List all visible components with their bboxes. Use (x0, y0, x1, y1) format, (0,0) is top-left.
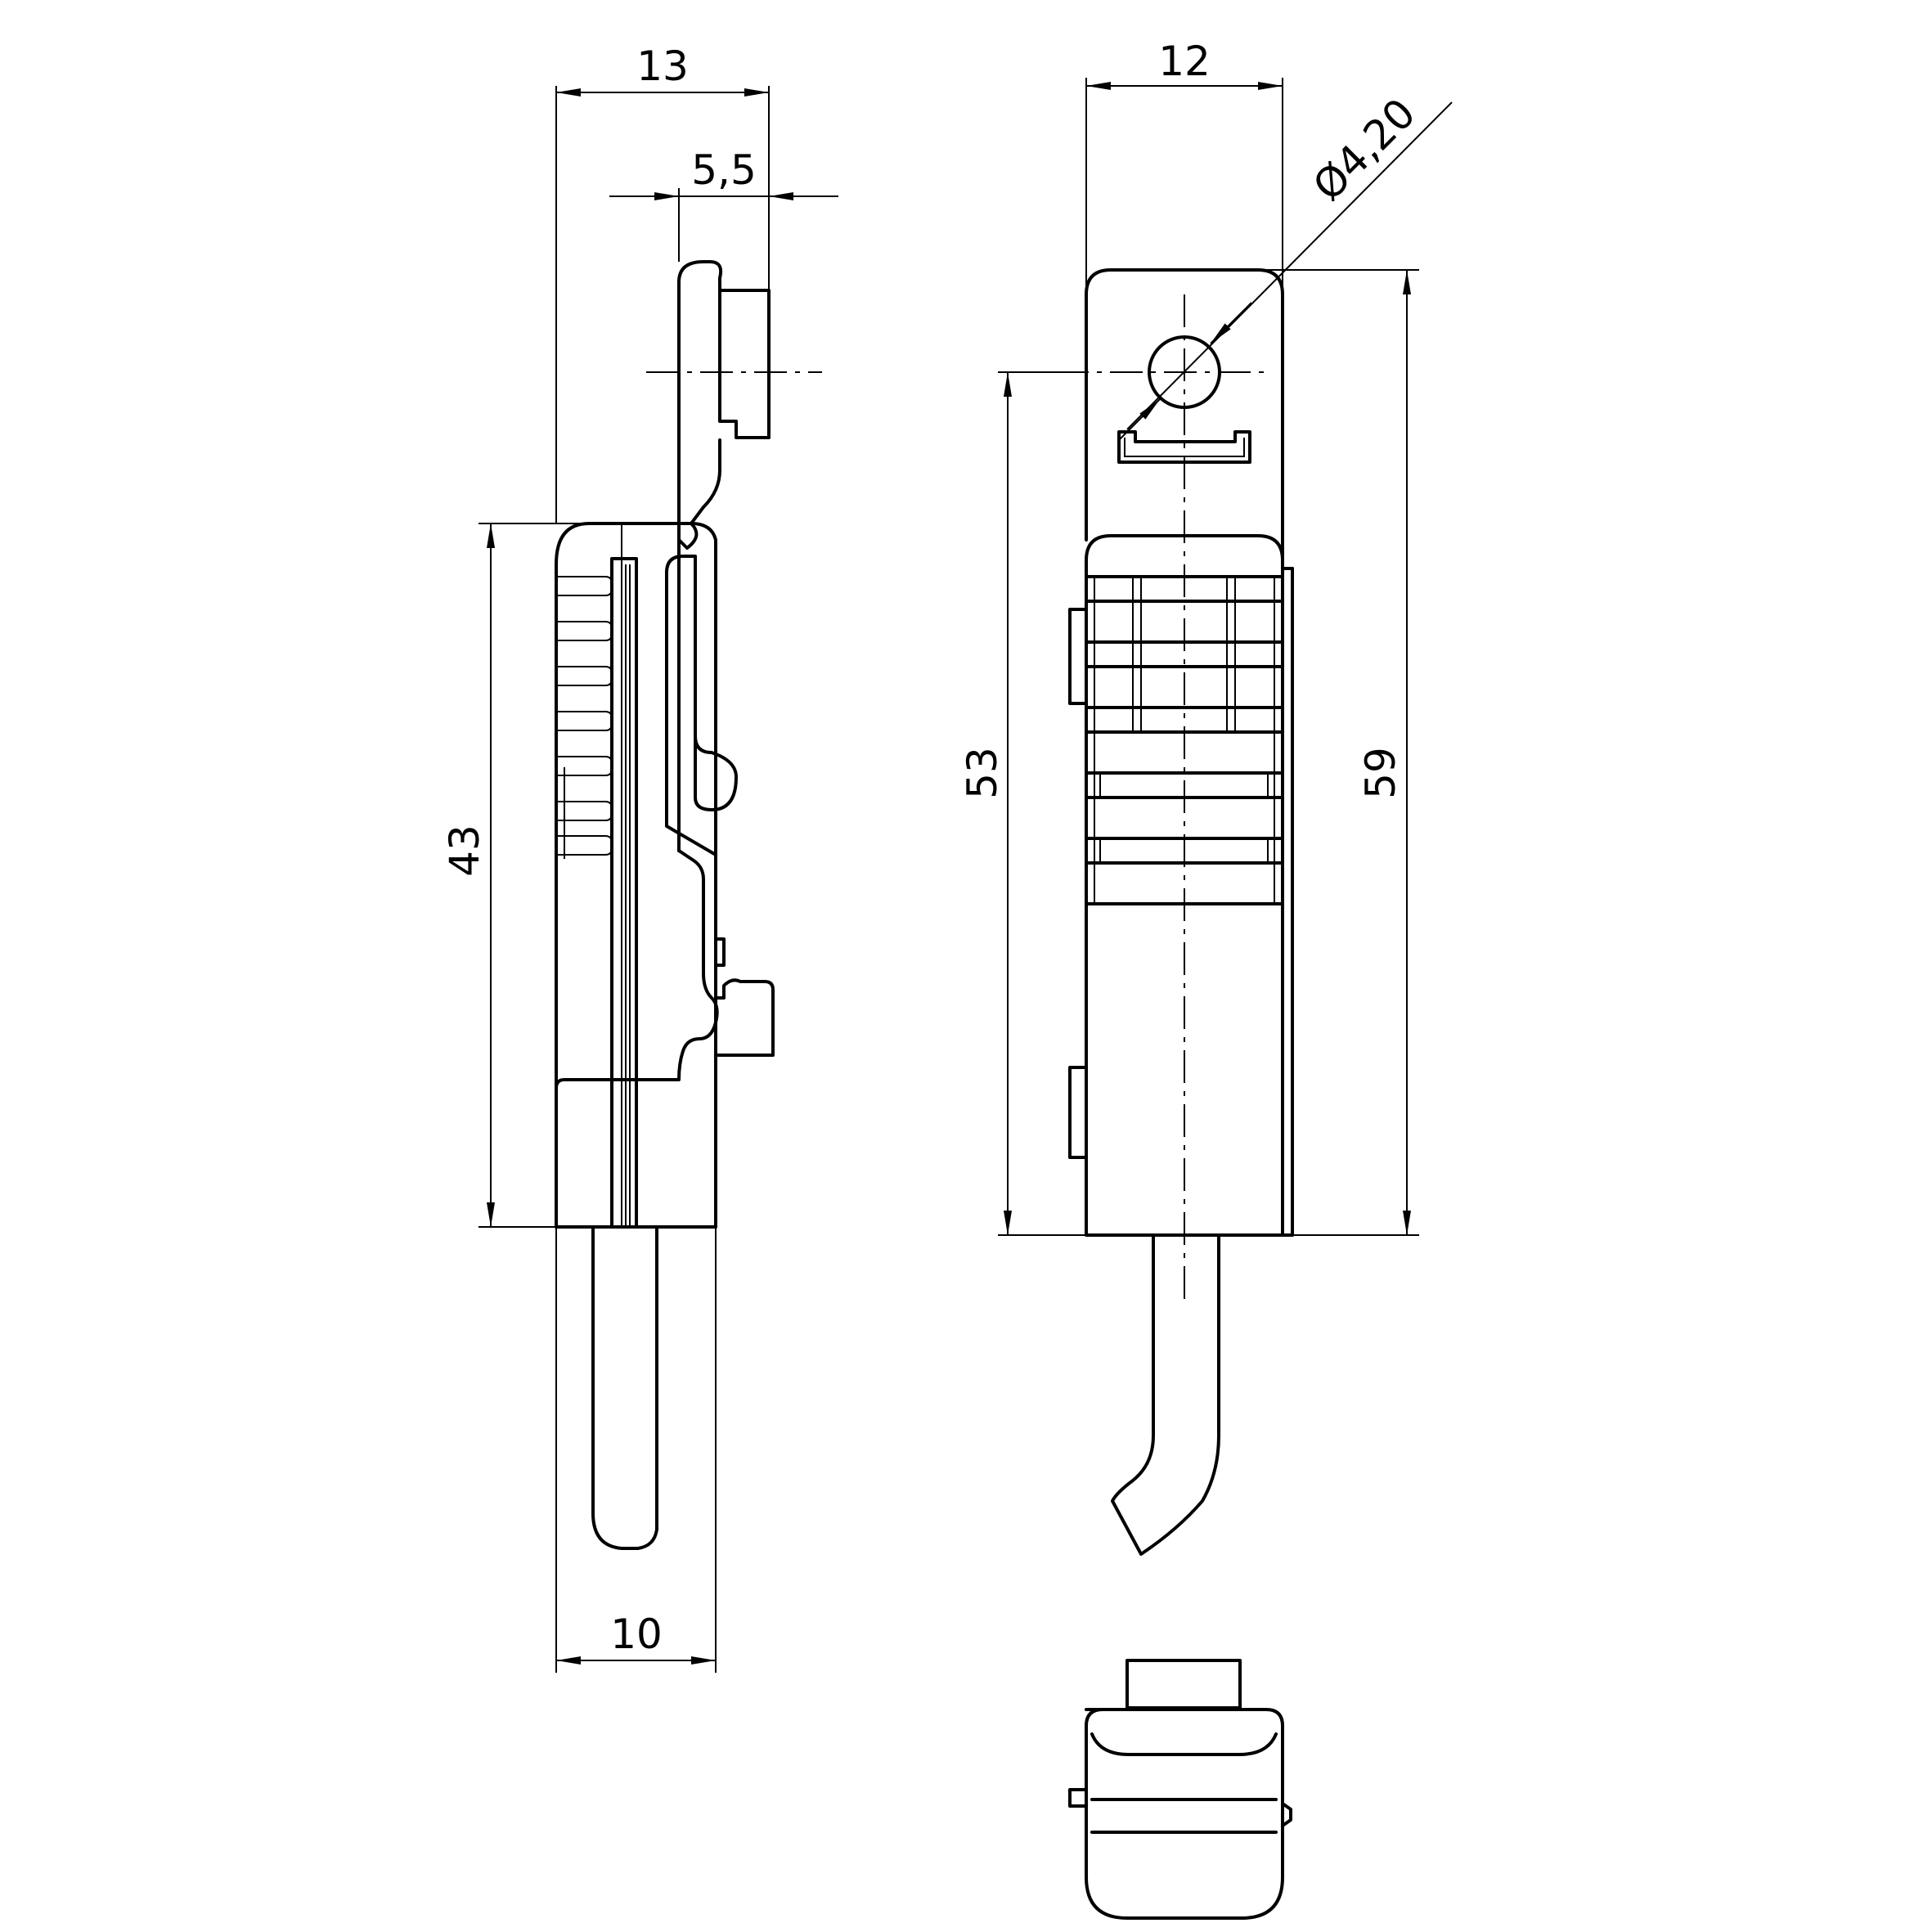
dim-side-13: 13 (636, 43, 689, 90)
side-latch-lower (714, 978, 775, 1057)
side-bracket-outline (555, 849, 719, 1204)
bottom-cap (1085, 1708, 1284, 1920)
dim-front-diameter: Ø4,20 (1304, 89, 1425, 210)
front-slot (1117, 430, 1251, 464)
side-notch-upper (714, 937, 726, 967)
front-clip-lower (1068, 1066, 1088, 1159)
dim-side-43: 43 (441, 824, 488, 877)
bottom-cable-stub (1126, 1659, 1242, 1710)
dim-side-5-5: 5,5 (691, 146, 757, 194)
front-cable (1111, 1233, 1220, 1556)
dim-front-12: 12 (1158, 38, 1211, 85)
side-ribs (556, 576, 613, 859)
side-clip-spring (665, 555, 738, 811)
bottom-view (1068, 1659, 1292, 1920)
side-view (555, 260, 822, 1550)
front-clip-upper (1068, 608, 1088, 705)
side-housing-taper (665, 808, 717, 856)
side-inner-channel (610, 557, 638, 1229)
side-bracket-tab (677, 260, 771, 852)
dim-front-53: 53 (959, 747, 1006, 799)
front-mount-tab (1085, 268, 1284, 574)
dim-front-59: 59 (1357, 747, 1404, 799)
front-housing (1085, 534, 1284, 1237)
front-dimensions: 12 Ø4,20 53 59 (959, 38, 1453, 1236)
side-cable (591, 1225, 658, 1550)
front-view (1002, 268, 1294, 1556)
side-bracket-web (677, 438, 721, 550)
dim-side-10: 10 (610, 1611, 663, 1658)
side-dimensions: 13 5,5 43 10 (441, 43, 838, 1673)
